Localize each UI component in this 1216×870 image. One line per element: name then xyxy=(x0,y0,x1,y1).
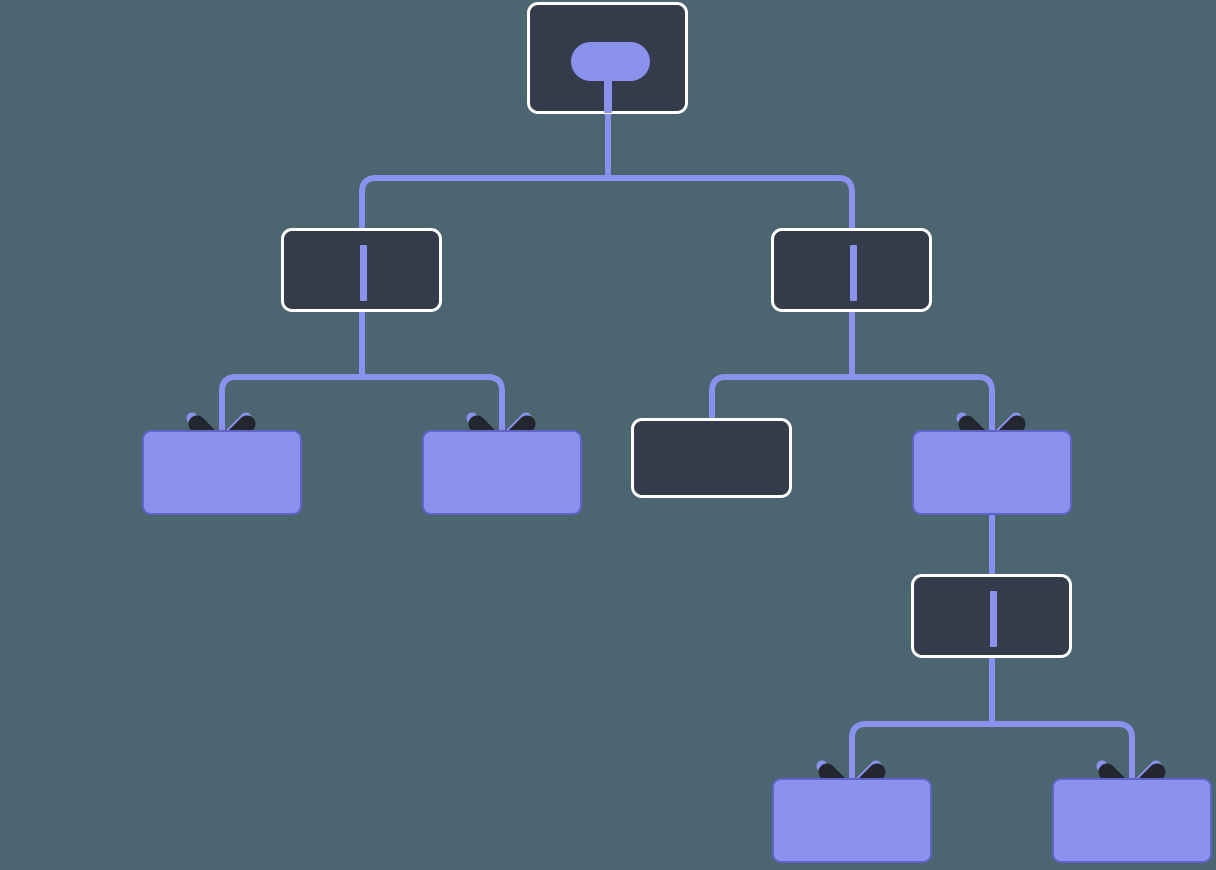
node-leaf-2[interactable] xyxy=(422,430,582,515)
node-leaf-5[interactable] xyxy=(1052,778,1212,863)
root-pill-marker xyxy=(571,42,650,81)
node-leaf-1[interactable] xyxy=(142,430,302,515)
node-leaf-3[interactable] xyxy=(912,430,1072,515)
root-stem-marker xyxy=(604,79,612,113)
node-sub-branch[interactable] xyxy=(911,574,1072,658)
node-root[interactable] xyxy=(527,2,688,114)
left-branch-bar-marker xyxy=(360,245,367,301)
right-branch-bar-marker xyxy=(850,245,857,301)
node-dark-leaf[interactable] xyxy=(631,418,792,498)
node-right-branch[interactable] xyxy=(771,228,932,312)
sub-branch-bar-marker xyxy=(990,591,997,647)
node-left-branch[interactable] xyxy=(281,228,442,312)
node-leaf-4[interactable] xyxy=(772,778,932,863)
